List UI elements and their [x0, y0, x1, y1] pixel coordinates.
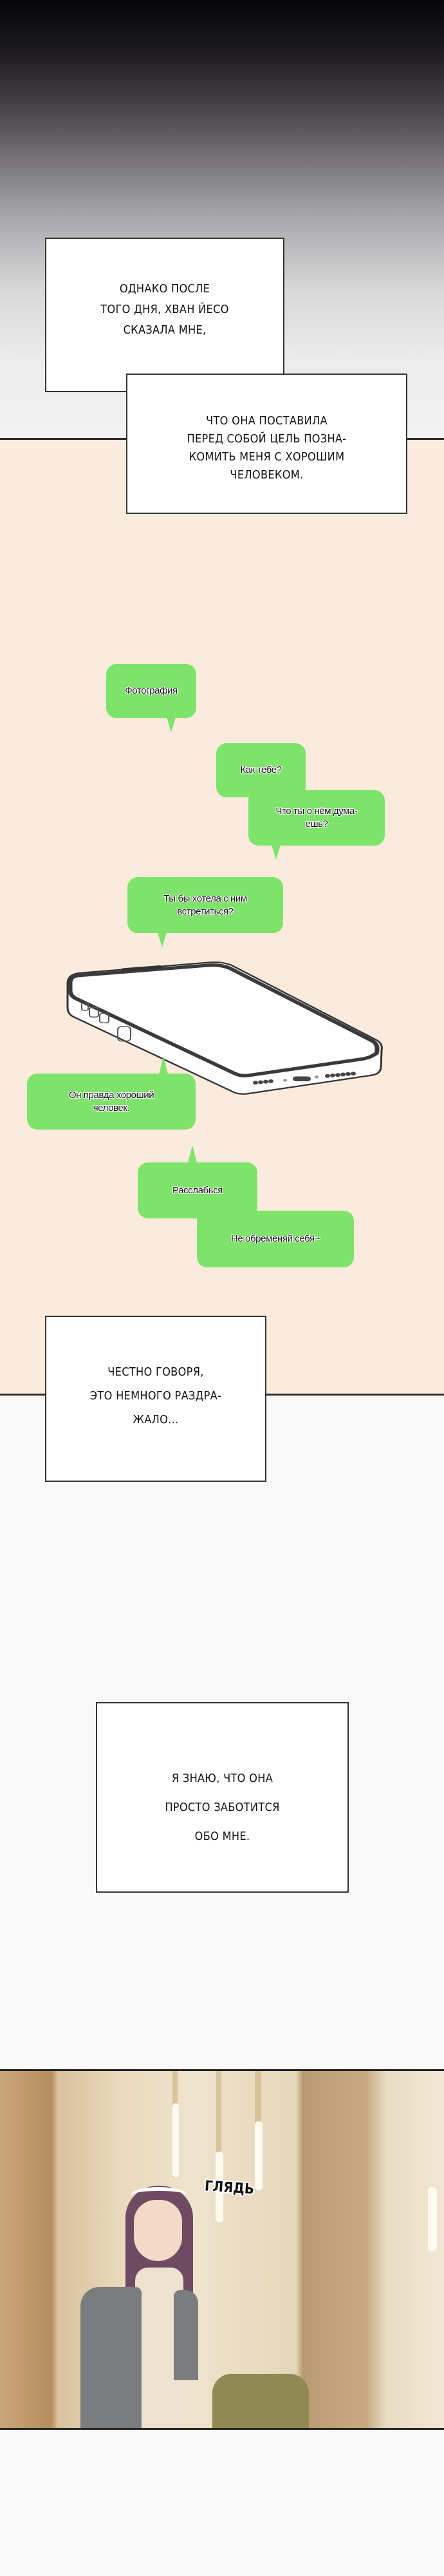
bubble-tail [159, 1056, 168, 1074]
message-text: Он правда хороший человек. [68, 1089, 154, 1113]
sound-effect-text: ГЛЯДЬ [204, 2178, 255, 2198]
narration-box-2: что она поставила перед собой цель позна… [126, 374, 407, 514]
headband [131, 2187, 187, 2204]
bubble-tail [167, 717, 176, 732]
illustration-panel-woman-in-lobby [0, 2069, 444, 2430]
chat-bubble: Не обременяй себя~ [197, 1211, 354, 1267]
bubble-tail [272, 845, 281, 860]
message-text: Фотография [125, 685, 178, 696]
message-text: Не обременяй себя~ [230, 1233, 320, 1244]
chat-bubble: Ты бы хотела с ним встретиться? [127, 877, 283, 947]
narration-text: что она поставила перед собой цель позна… [187, 414, 347, 482]
message-text: Что ты о нём дума- ешь? [275, 806, 358, 829]
narration-box-1: Однако после того дня, Хван Йесо сказала… [45, 238, 284, 392]
pendant-light [255, 2121, 263, 2190]
bubble-tail [188, 1145, 197, 1163]
pendant-light [172, 2103, 179, 2177]
chat-bubble: Расслабься [138, 1145, 257, 1218]
narration-box-3: Честно говоря, это немного раздра- жало.… [45, 1316, 266, 1482]
message-text: Расслабься [172, 1184, 223, 1196]
chat-bubble: Он правда хороший человек. [27, 1056, 196, 1130]
bubble-tail [158, 933, 167, 947]
message-text: Ты бы хотела с ним встретиться? [163, 893, 247, 917]
message-text: Как тебе? [240, 764, 282, 775]
chat-bubble: Фотография [106, 664, 196, 732]
chat-bubble: Как тебе? [216, 743, 306, 797]
narration-box-4: Я знаю, что она просто заботится обо мне… [96, 1702, 349, 1893]
woman-jacket [80, 2287, 142, 2428]
pendant-light [216, 2071, 221, 2222]
chat-bubble: Что ты о нём дума- ешь? [248, 790, 385, 860]
woman-jacket [174, 2290, 198, 2380]
plants [212, 2374, 309, 2428]
narration-text: Я знаю, что она просто заботится обо мне… [165, 1771, 280, 1843]
woman-face [134, 2200, 182, 2261]
narration-text: Однако после того дня, Хван Йесо сказала… [100, 282, 229, 337]
narration-text: Честно говоря, это немного раздра- жало.… [89, 1365, 222, 1426]
pendant-light [216, 2152, 223, 2222]
pendant-light [428, 2187, 437, 2251]
smartphone-illustration [66, 961, 383, 1095]
